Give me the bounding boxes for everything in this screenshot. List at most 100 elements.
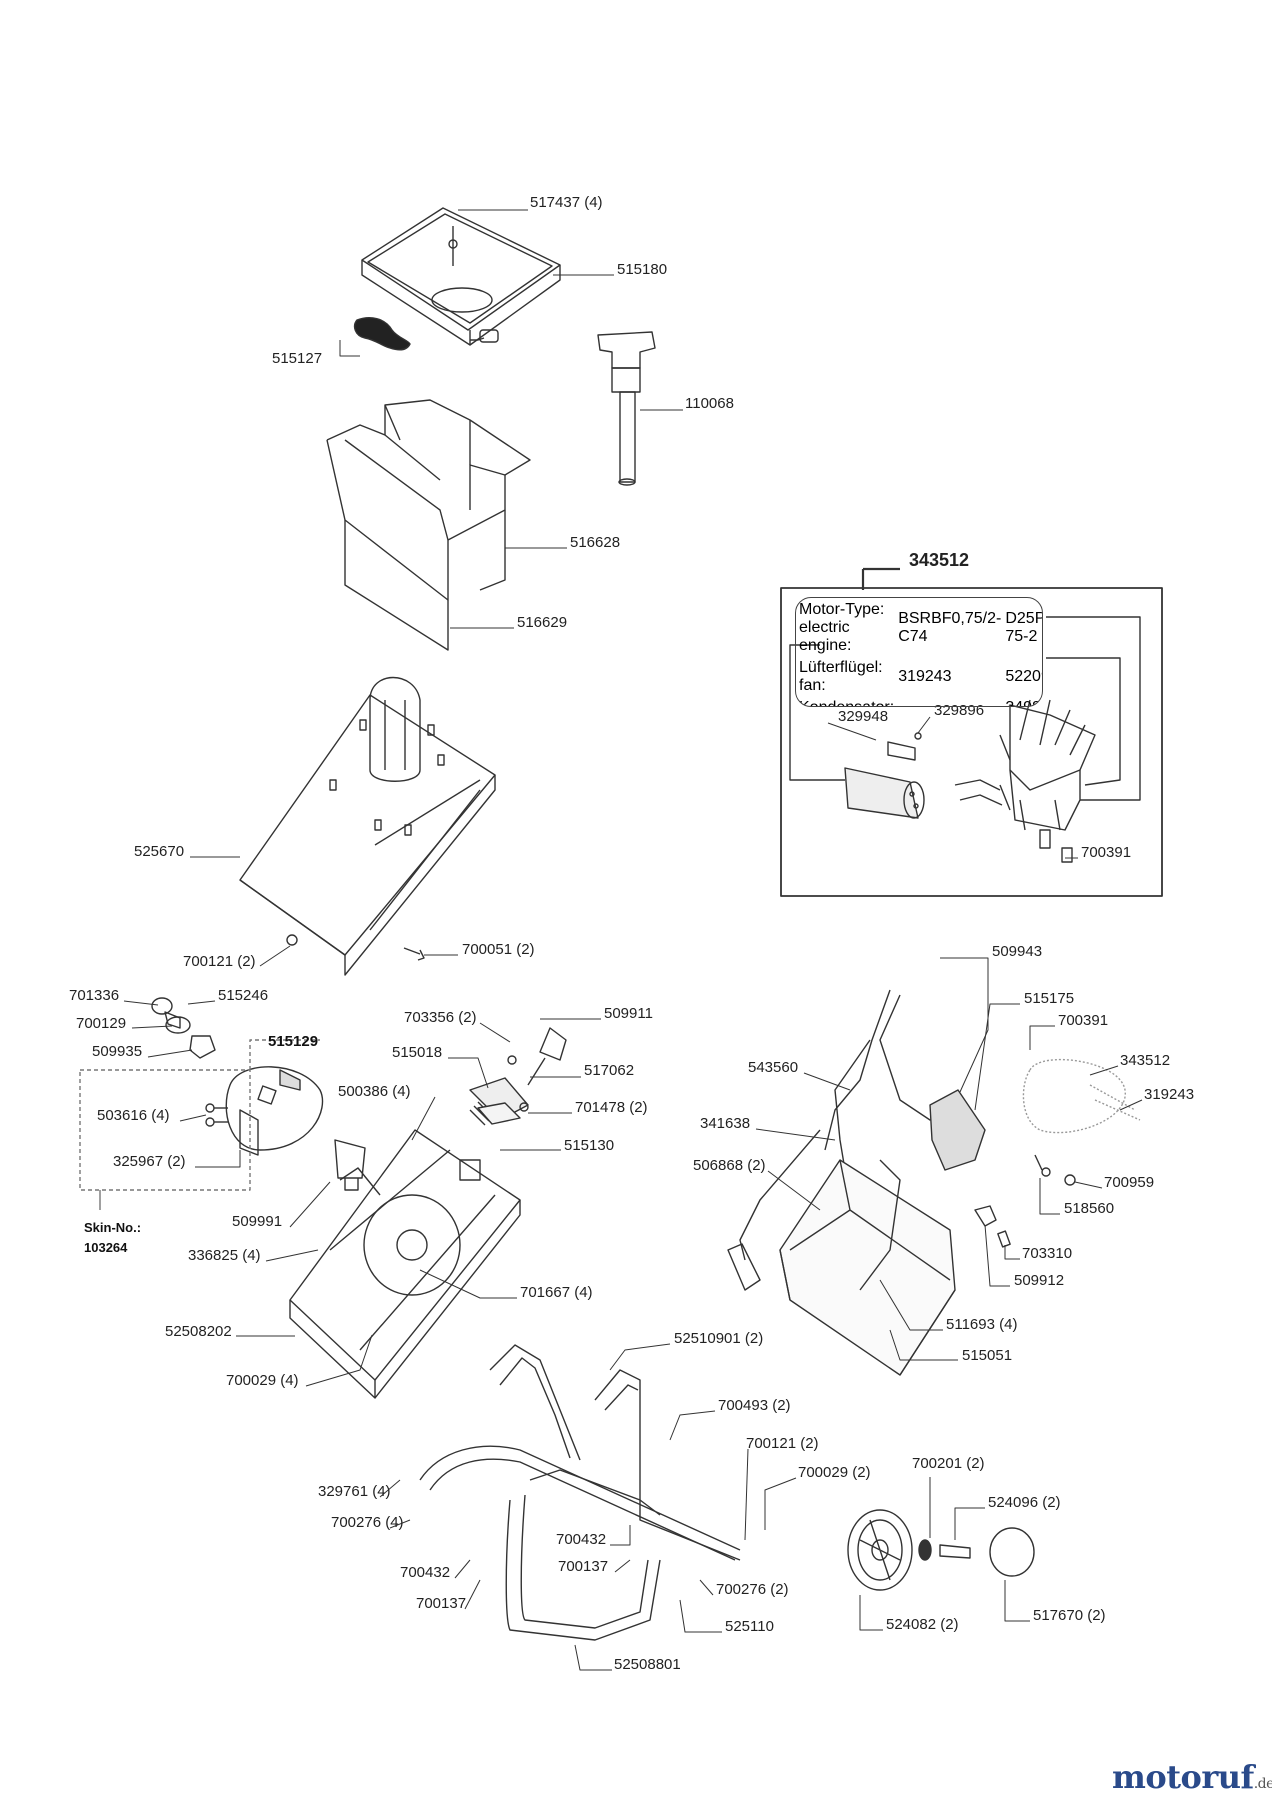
part-label: 343512: [1120, 1052, 1171, 1069]
part-label: 517062: [584, 1062, 635, 1079]
motor-spec-table: Motor-Type: electric engine: BSRBF0,75/2-…: [795, 597, 1043, 707]
motor-table-cell-b: D25PF-75-2: [1005, 610, 1042, 645]
part-label: 336825 (4): [188, 1247, 261, 1264]
screw-329948: [914, 732, 922, 740]
motor-table-row: Motor-Type: electric engine: BSRBF0,75/2-…: [798, 600, 1042, 656]
part-label: 52510901 (2): [674, 1330, 764, 1347]
part-label: 517670 (2): [1033, 1607, 1106, 1624]
part-label: 524082 (2): [886, 1616, 959, 1633]
base-plate: [289, 1129, 521, 1399]
part-label: 525670: [134, 843, 185, 860]
motor-sketch: [1022, 1058, 1141, 1134]
nut-509935: [189, 1035, 216, 1059]
spring-515130: [469, 1097, 498, 1126]
part-label: 701478 (2): [575, 1099, 648, 1116]
part-label: 703356 (2): [404, 1009, 477, 1026]
switch-box-515175: [929, 1089, 986, 1171]
hopper-funnel: [361, 207, 561, 346]
motor-table-cell-a: 349827(20µF): [897, 698, 1002, 706]
knife-nut-701336: [151, 997, 191, 1034]
skin-label: Skin-No.:: [84, 1220, 142, 1235]
motor-table-cell-a: 319243: [898, 668, 952, 685]
electrical-box-515051: [779, 1159, 956, 1376]
screw-518560: [1034, 1154, 1043, 1171]
part-label: 700137: [416, 1595, 467, 1612]
motor-table-cell-b: 522097: [1005, 668, 1042, 685]
part-label: 700051 (2): [462, 941, 535, 958]
part-label: 700959: [1104, 1174, 1155, 1191]
motor-inset-frame: [780, 587, 1163, 897]
part-label: 509912: [1014, 1272, 1065, 1289]
clip-509912: [974, 1205, 997, 1227]
switch-515018: [477, 1102, 521, 1125]
motor-table-cell-a: BSRBF0,75/2-C74: [898, 610, 1002, 645]
pusher-tool: [597, 331, 656, 486]
nut-700201: [918, 1539, 932, 1561]
part-label: 515180: [617, 261, 668, 278]
nut-518560: [1041, 1167, 1051, 1177]
brand-name: motoruf: [1112, 1758, 1254, 1796]
part-label: 515130: [564, 1137, 615, 1154]
part-label: 343512: [909, 550, 970, 570]
motor-table-cell-label: Lüfterflügel: fan:: [799, 659, 883, 694]
part-label: 509911: [604, 1005, 653, 1022]
bolt-524096: [939, 1544, 971, 1559]
electric-motor: [954, 699, 1096, 863]
motor-table-cell-label: Kondensator: capacitor:: [798, 698, 895, 706]
part-label: 110068: [685, 395, 734, 412]
screw-703356: [507, 1055, 517, 1065]
part-label: 700391: [1058, 1012, 1109, 1029]
part-label: 52508202: [165, 1323, 232, 1340]
part-label: 518560: [1064, 1200, 1115, 1217]
part-label: 525110: [725, 1618, 774, 1635]
handle-frame: [419, 1344, 741, 1641]
part-label: 511693 (4): [946, 1316, 1018, 1333]
motor-table-row: Lüfterflügel: fan: 319243 522097: [798, 658, 1042, 696]
part-label: 700432: [400, 1564, 451, 1581]
part-label: 517437 (4): [530, 194, 603, 211]
part-label: 700029 (4): [226, 1372, 299, 1389]
motor-table-cell-label: Motor-Type: electric engine:: [799, 601, 885, 654]
bushing-509991: [334, 1139, 366, 1191]
bolt-509911: [527, 1027, 567, 1086]
part-label: 506868 (2): [693, 1157, 766, 1174]
motor-table-row: Kondensator: capacitor:349827(20µF)34982…: [798, 698, 1042, 706]
part-label: 515127: [272, 350, 323, 367]
nut-701478: [519, 1102, 529, 1112]
part-label: 700276 (4): [331, 1514, 404, 1531]
part-label: 329761 (4): [318, 1483, 391, 1500]
part-label: 700129: [76, 1015, 127, 1032]
blade-disc: [225, 1066, 324, 1156]
part-label: 509935: [92, 1043, 143, 1060]
screw-700051: [403, 947, 425, 961]
screw-503616: [205, 1103, 228, 1127]
pin-703310: [997, 1230, 1011, 1248]
part-label: 524096 (2): [988, 1494, 1061, 1511]
hopper-body: [326, 399, 531, 651]
part-label: 509943: [992, 943, 1043, 960]
part-label: 700121 (2): [746, 1435, 819, 1452]
leader-lines: [123, 209, 1143, 1671]
washer-700959: [1064, 1174, 1076, 1186]
motor-table-cell-b: 349827 (20 µF): [1004, 698, 1042, 706]
part-label: 700432: [556, 1531, 607, 1548]
brand-domain: .de: [1253, 1776, 1272, 1792]
part-label: 700201 (2): [912, 1455, 985, 1472]
skin-number: 103264: [84, 1240, 128, 1255]
part-label: 503616 (4): [97, 1107, 170, 1124]
hub-cap: [989, 1527, 1035, 1577]
part-label: 500386 (4): [338, 1083, 411, 1100]
brand-logo: motoruf.de: [1112, 1758, 1272, 1796]
wheel: [847, 1509, 913, 1591]
part-label: 700137: [558, 1558, 609, 1575]
part-label: 701667 (4): [520, 1284, 593, 1301]
part-label: 515051: [962, 1347, 1013, 1364]
capacitor: [844, 767, 925, 819]
wing-nut: [353, 317, 411, 351]
part-label: 319243: [1144, 1086, 1195, 1103]
terminal-329896: [887, 741, 916, 761]
part-label: 700029 (2): [798, 1464, 871, 1481]
part-label: 703310: [1022, 1245, 1073, 1262]
part-label: 516629: [517, 614, 568, 631]
nut-700121: [286, 934, 298, 946]
